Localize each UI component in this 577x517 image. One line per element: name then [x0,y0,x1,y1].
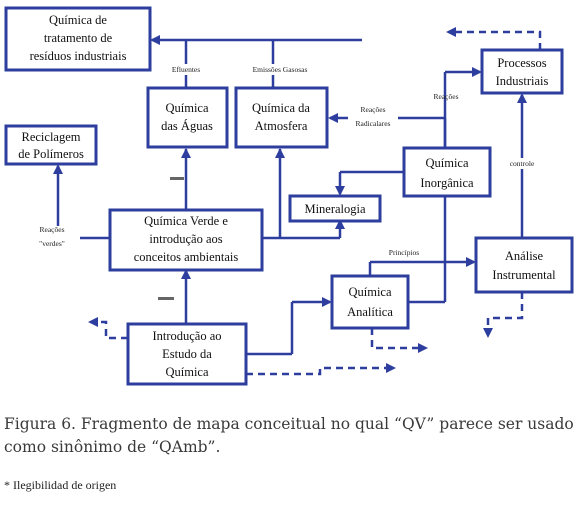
node-inorganica-line2: Inorgânica [420,176,474,190]
edge-label-reacoes: Reações [434,92,459,101]
dashed-connectors [88,27,542,376]
concept-map-diagram: Química de tratamento de resíduos indust… [4,6,574,386]
node-verde-line1: Química Verde e [144,214,228,228]
node-analise: Análise Instrumental [474,236,574,294]
node-processos: Processos Industriais [480,48,564,95]
connectors [53,35,527,356]
node-analitica: Química Analítica [330,274,410,330]
node-residuos-line3: resíduos industriais [30,49,127,63]
node-mineralogia-line1: Mineralogia [304,202,366,216]
node-processos-line1: Processos [497,56,546,70]
dashed-connector-introducao-left [92,320,128,340]
node-mineralogia: Mineralogia [288,194,382,223]
illegible-mark [170,177,184,180]
edge-label-reacoes-radicalares-line1: Reações [361,105,386,114]
node-atmosfera-line1: Química da [252,101,310,115]
node-verde: Química Verde e introdução aos conceitos… [108,208,264,272]
node-verde-line2: introdução aos [149,232,222,246]
node-verde-line3: conceitos ambientais [134,250,239,264]
node-reciclagem-line2: de Polímeros [18,147,84,161]
node-introducao-line3: Química [165,365,208,379]
illegible-mark [158,297,174,300]
arrowhead [181,148,191,158]
arrowhead [322,297,332,307]
footnote: * Ilegibilidad de origen [4,478,117,492]
node-introducao: Introdução ao Estudo da Química [126,322,248,386]
edge-label-principios: Princípios [389,248,419,257]
node-aguas: Química das Águas [146,86,229,149]
arrowhead [446,27,456,37]
node-processos-line2: Industriais [496,74,549,88]
node-introducao-line1: Introdução ao [152,329,221,343]
arrowhead [53,164,63,174]
arrowhead [517,93,527,103]
node-analise-line2: Instrumental [492,268,556,282]
node-residuos-line1: Química de [49,13,107,27]
node-atmosfera: Química da Atmosfera [234,86,329,149]
node-aguas-line2: das Águas [161,119,213,133]
edge-labels: Efluentes Emissões Gasosas Reações Radic… [39,64,542,257]
arrowhead [275,148,285,158]
arrowhead [181,269,191,279]
arrowhead [386,363,396,373]
node-residuos-line2: tratamento de [44,31,113,45]
arrowhead [335,219,345,229]
node-inorganica-line1: Química [425,156,468,170]
node-introducao-line2: Estudo da [162,347,212,361]
node-atmosfera-line2: Atmosfera [255,119,308,133]
arrowhead [466,257,476,267]
arrowhead [335,186,345,196]
node-reciclagem-line1: Reciclagem [22,130,81,144]
dashed-connector-processos [450,30,542,50]
arrowhead [418,343,428,353]
arrowhead [472,67,482,77]
arrowhead [150,35,160,45]
edge-label-reacoes-verdes-line2: "verdes" [39,239,65,248]
node-aguas-line1: Química [165,101,208,115]
edge-label-emissoes: Emissões Gasosas [253,65,308,74]
edge-label-reacoes-radicalares-line2: Radicalares [356,119,391,128]
node-analitica-line1: Química [348,285,391,299]
node-inorganica: Química Inorgânica [402,146,492,198]
node-analise-line1: Análise [505,249,544,263]
edge-label-controle: controle [510,159,535,168]
arrowhead [88,317,98,327]
edge-label-reacoes-verdes-line1: Reações [40,225,65,234]
node-residuos: Química de tratamento de resíduos indust… [4,6,152,72]
figure-caption: Figura 6. Fragmento de mapa conceitual n… [4,413,576,459]
node-analitica-line2: Analítica [347,305,393,319]
dashed-connector-analise [486,292,524,334]
dashed-connector-analitica [370,328,424,350]
arrowhead [483,328,493,338]
figure-caption-label: Figura 6. [4,415,76,433]
edge-label-efluentes: Efluentes [172,65,200,74]
arrowhead [328,113,338,123]
node-reciclagem: Reciclagem de Polímeros [4,124,98,166]
dashed-connector-introducao-right [246,366,392,376]
figure-caption-text: Fragmento de mapa conceitual no qual “QV… [4,415,574,456]
